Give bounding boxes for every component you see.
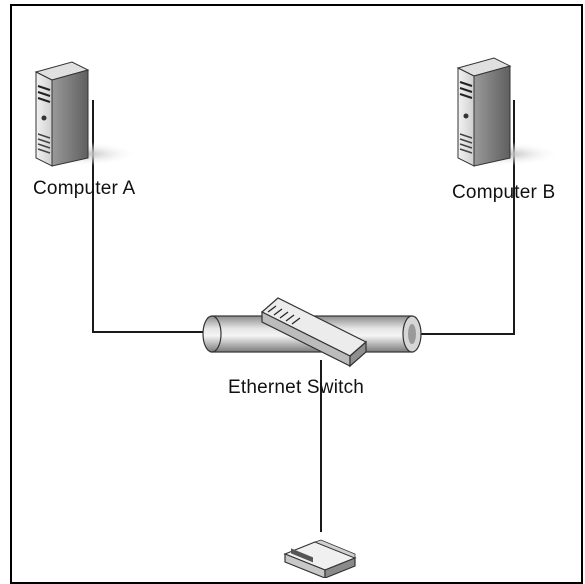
- connection-lines: [92, 100, 515, 532]
- computer-a-label: Computer A: [33, 178, 136, 199]
- ethernet-switch-label: Ethernet Switch: [228, 377, 365, 398]
- ethernet-switch-icon: [202, 297, 422, 368]
- link-computer-a-switch: [92, 100, 205, 333]
- computer-b-icon: [456, 57, 560, 167]
- computer-a-icon: [34, 61, 138, 167]
- switch-box: [260, 297, 368, 368]
- link-computer-b-switch: [418, 100, 515, 335]
- computer-b-label: Computer B: [452, 182, 556, 203]
- network-device-icon: [283, 539, 357, 578]
